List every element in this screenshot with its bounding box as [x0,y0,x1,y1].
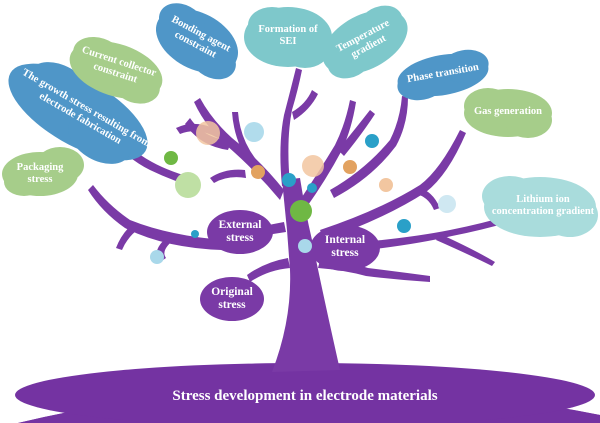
leaf-gas-generation [464,88,552,138]
external-stress-blob [207,210,273,254]
original-stress-label: Original stress [211,286,253,311]
packaging-stress-label: Packaging stress [16,162,64,185]
diagram-title: Stress development in electrode material… [172,388,438,404]
leaf-phase-transition [397,49,489,101]
tree-trunk [272,178,340,372]
leaf-lithium-ion [482,176,598,237]
leaf-temperature [322,5,408,79]
leaf-current-collector [69,36,163,104]
leaf-sei [244,7,332,68]
gas-generation-label: Gas generation [474,106,542,117]
external-stress-label: External stress [218,219,262,244]
internal-stress-label: Internal stress [324,234,366,259]
internal-stress-blob [310,225,380,271]
leaf-bonding-agent [155,3,239,80]
formation-sei-label: Formation of SEI [258,24,318,47]
leaf-packaging [2,147,84,196]
lithium-ion-label: Lithium ion concentration gradient [491,194,595,217]
leaf-growth-stress [8,62,148,164]
original-stress-blob [200,277,264,321]
